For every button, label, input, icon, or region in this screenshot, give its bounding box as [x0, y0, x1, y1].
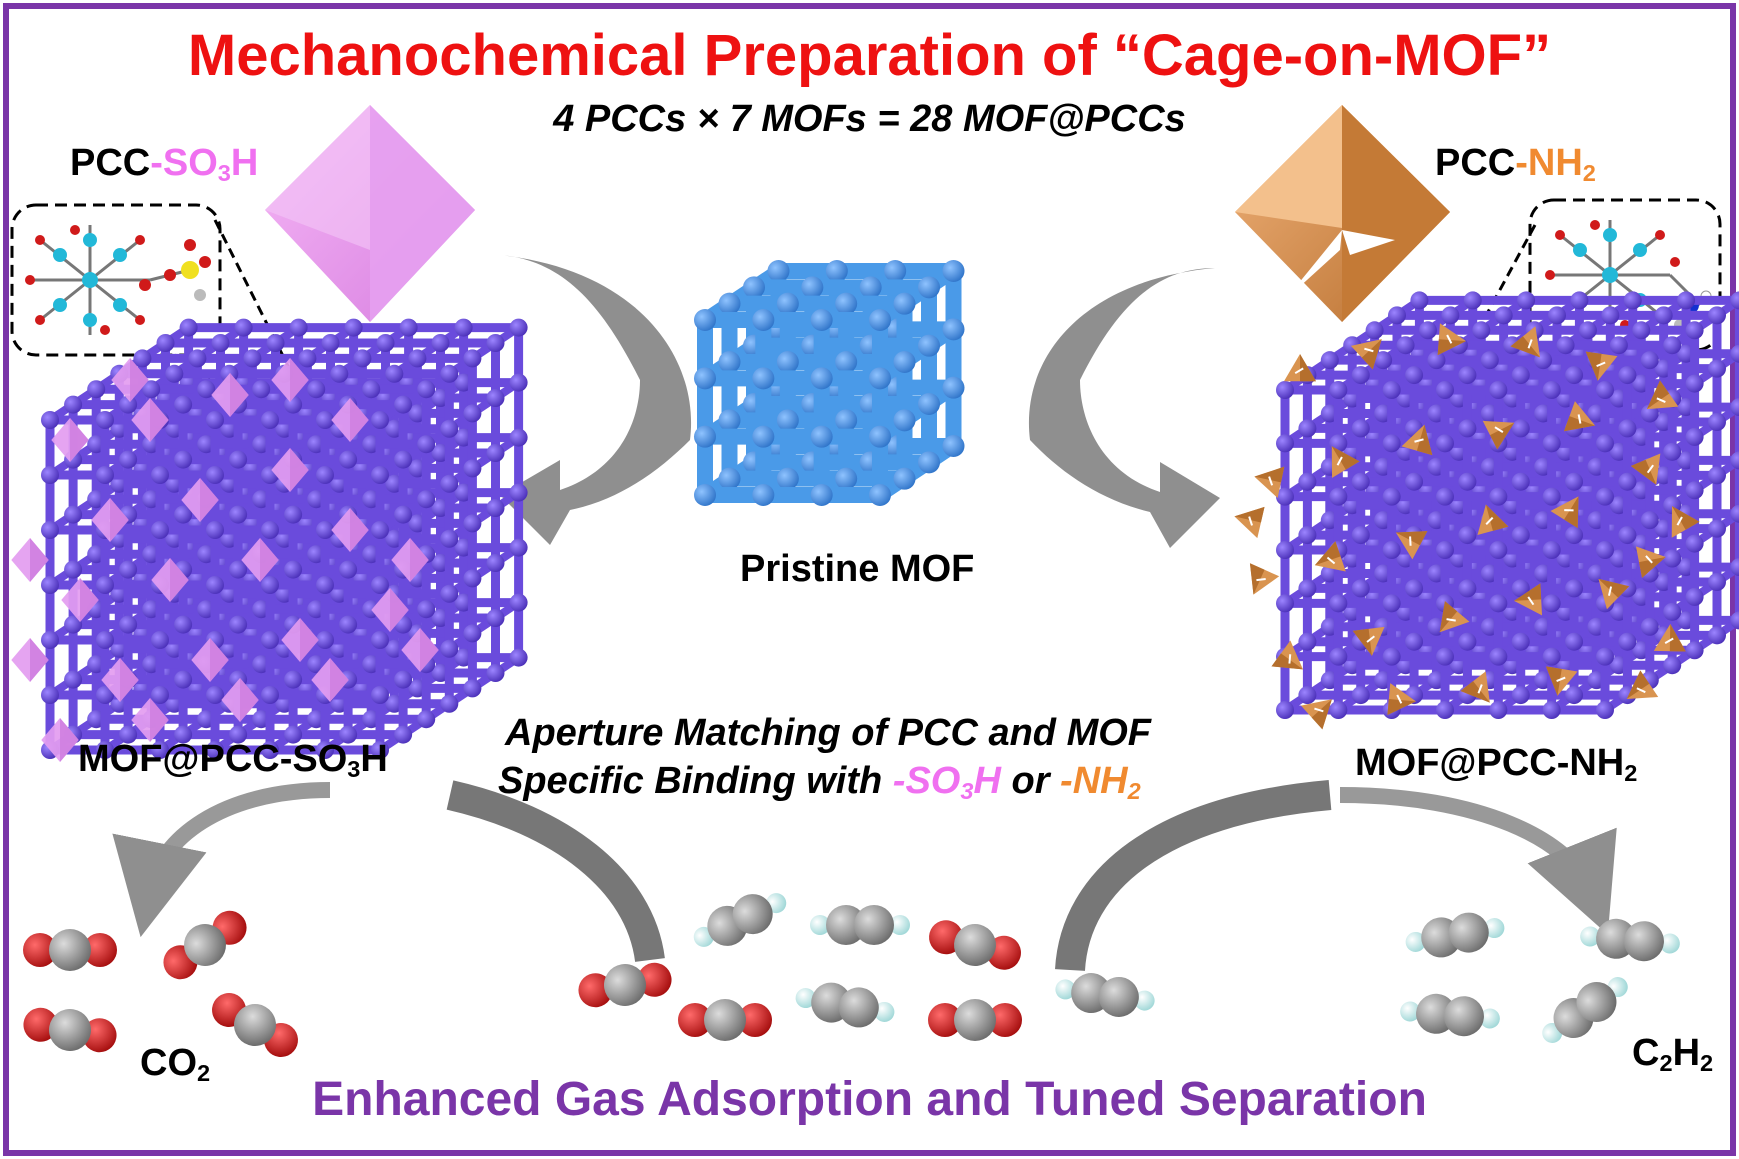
c2h2-molecule-icon	[1542, 977, 1628, 1043]
curved-arrow-icon	[500, 205, 692, 545]
curved-arrow-icon	[112, 782, 331, 938]
co2-label: CO2	[140, 1042, 211, 1086]
mechanism-line-1: Aperture Matching of PCC and MOF	[505, 712, 1151, 754]
mof-pcc-so3h-cube	[11, 318, 528, 762]
curved-arrow-icon	[1339, 787, 1617, 935]
c2h2-molecule-icon	[810, 905, 910, 945]
pcc-so3h-label: PCC-SO3H	[70, 142, 259, 186]
octahedron-orange-icon	[1235, 105, 1450, 322]
diagram-title: Mechanochemical Preparation of “Cage-on-…	[187, 23, 1552, 88]
pristine-mof-label: Pristine MOF	[740, 548, 975, 590]
c2h2-label: C2H2	[1632, 1032, 1714, 1076]
c2h2-molecule-icon	[693, 893, 787, 947]
mof-pcc-so3h-label: MOF@PCC-SO3H	[78, 738, 388, 782]
equation-label: 4 PCCs × 7 MOFs = 28 MOF@PCCs	[553, 98, 1186, 140]
co2-molecule-icon	[928, 999, 1022, 1041]
c2h2-molecule-icon	[1580, 918, 1680, 962]
co2-molecule-icon	[163, 910, 247, 980]
mechanism-line-2: Specific Binding with -SO3H or -NH2	[498, 760, 1141, 804]
pcc-so3h-structure-inset	[10, 203, 222, 357]
co2-molecule-icon	[929, 920, 1021, 970]
co2-molecule-icon	[212, 993, 298, 1057]
co2-molecule-icon	[23, 929, 117, 971]
c2h2-molecule-icon	[795, 982, 895, 1028]
c2h2-molecule-icon	[1400, 993, 1500, 1037]
c2h2-molecule-icon	[1055, 973, 1155, 1017]
curved-arrow-icon	[1055, 780, 1332, 972]
mof-pcc-nh2-cube	[1234, 291, 1739, 730]
gas-molecules	[23, 893, 1680, 1057]
co2-molecule-icon	[23, 1007, 117, 1053]
c2h2-molecule-icon	[1405, 912, 1505, 958]
curved-arrow-icon	[1028, 215, 1220, 548]
mof-pcc-nh2-label: MOF@PCC-NH2	[1355, 742, 1638, 786]
octahedron-pink-icon	[265, 105, 475, 322]
co2-molecule-icon	[678, 999, 772, 1041]
outer-frame	[3, 3, 1736, 1156]
curved-arrow-icon	[446, 780, 665, 963]
co2-molecule-icon	[578, 962, 672, 1008]
pcc-nh2-label: PCC-NH2	[1435, 142, 1596, 186]
bottom-caption: Enhanced Gas Adsorption and Tuned Separa…	[312, 1073, 1427, 1126]
mof-cube-icon	[694, 260, 965, 506]
